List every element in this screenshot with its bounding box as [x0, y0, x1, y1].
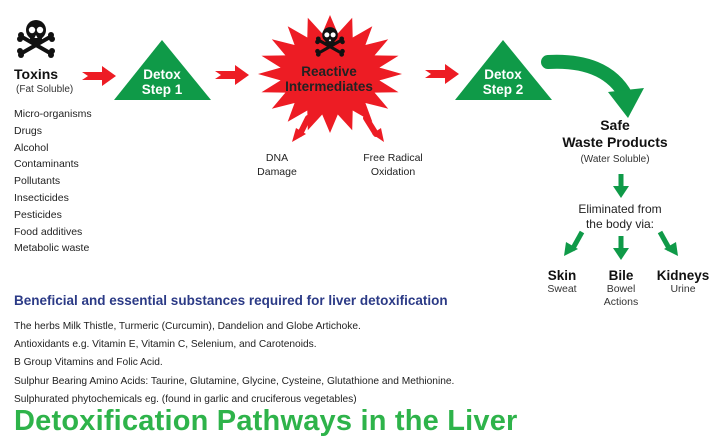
toxins-title: Toxins: [14, 66, 59, 82]
red-arrow-icon: [363, 115, 384, 142]
red-arrow-icon: [292, 115, 311, 142]
detox-step-1-label: Detox Step 1: [141, 67, 183, 97]
green-arrow-icon: [657, 230, 678, 256]
safe-waste-title: Safe Waste Products: [562, 117, 668, 150]
list-item: Alcohol: [14, 141, 49, 154]
toxins-subtitle: (Fat Soluble): [16, 84, 74, 95]
effect-free-radical-oxidation: Free Radical Oxidation: [363, 152, 423, 178]
reactive-starburst: [258, 15, 402, 133]
list-item: Pollutants: [14, 175, 61, 188]
list-item: Metabolic waste: [14, 242, 90, 255]
list-item: Sulphur Bearing Amino Acids: Taurine, Gl…: [14, 375, 455, 387]
organ-kidneys: Kidneys Urine: [656, 268, 710, 295]
list-item: Contaminants: [14, 158, 79, 171]
list-item: The herbs Milk Thistle, Turmeric (Curcum…: [14, 321, 361, 332]
reactive-intermediates-label: Reactive Intermediates: [285, 64, 373, 94]
detox-step-2-label: Detox Step 2: [482, 67, 524, 97]
green-arrow-icon: [541, 54, 644, 118]
list-item: Pesticides: [14, 208, 62, 221]
detox-step-2-triangle: [455, 40, 552, 100]
red-arrow-icon: [215, 65, 249, 85]
red-arrow-icon: [425, 64, 459, 84]
list-item: Insecticides: [14, 191, 69, 204]
green-arrow-icon: [564, 230, 585, 256]
beneficial-list: The herbs Milk Thistle, Turmeric (Curcum…: [14, 318, 454, 409]
list-item: Sulphurated phytochemicals eg. (found in…: [14, 393, 357, 405]
detox-step-1-triangle: [114, 40, 211, 100]
beneficial-title: Beneficial and essential substances requ…: [14, 293, 448, 308]
safe-waste-subtitle: (Water Soluble): [580, 154, 650, 165]
list-item: Micro-organisms: [14, 108, 92, 120]
green-arrow-icon: [613, 236, 629, 260]
toxin-list: Micro-organisms Drugs Alcohol Contaminan…: [14, 106, 92, 257]
list-item: B Group Vitamins and Folic Acid.: [14, 357, 163, 369]
page-title: Detoxification Pathways in the Liver: [14, 405, 518, 437]
effect-dna-damage: DNA Damage: [257, 152, 297, 178]
organ-bile: Bile Bowel Actions: [603, 268, 639, 308]
skull-crossbones-icon: [15, 18, 57, 60]
list-item: Drugs: [14, 124, 43, 137]
green-arrow-icon: [613, 174, 629, 198]
red-arrow-icon: [82, 66, 116, 86]
list-item: Antioxidants e.g. Vitamin E, Vitamin C, …: [14, 339, 317, 351]
organ-skin: Skin Sweat: [547, 268, 577, 295]
eliminated-label: Eliminated from the body via:: [578, 202, 662, 231]
list-item: Food additives: [14, 225, 83, 238]
